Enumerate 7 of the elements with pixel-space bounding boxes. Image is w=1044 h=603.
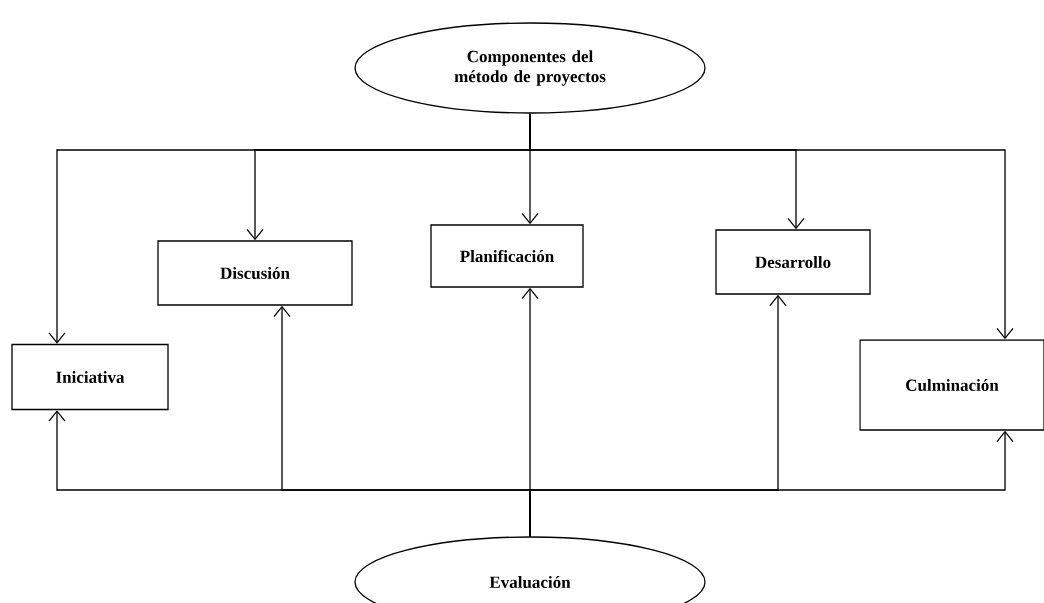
- component-box: Iniciativa: [11, 343, 169, 411]
- component-box: Discusión: [157, 240, 353, 306]
- component-box: Planificación: [430, 224, 584, 288]
- arrow: [529, 113, 1014, 340]
- arrow: [529, 430, 1014, 537]
- component-box: Desarrollo: [715, 229, 871, 295]
- component-box: Culminación: [859, 339, 1044, 431]
